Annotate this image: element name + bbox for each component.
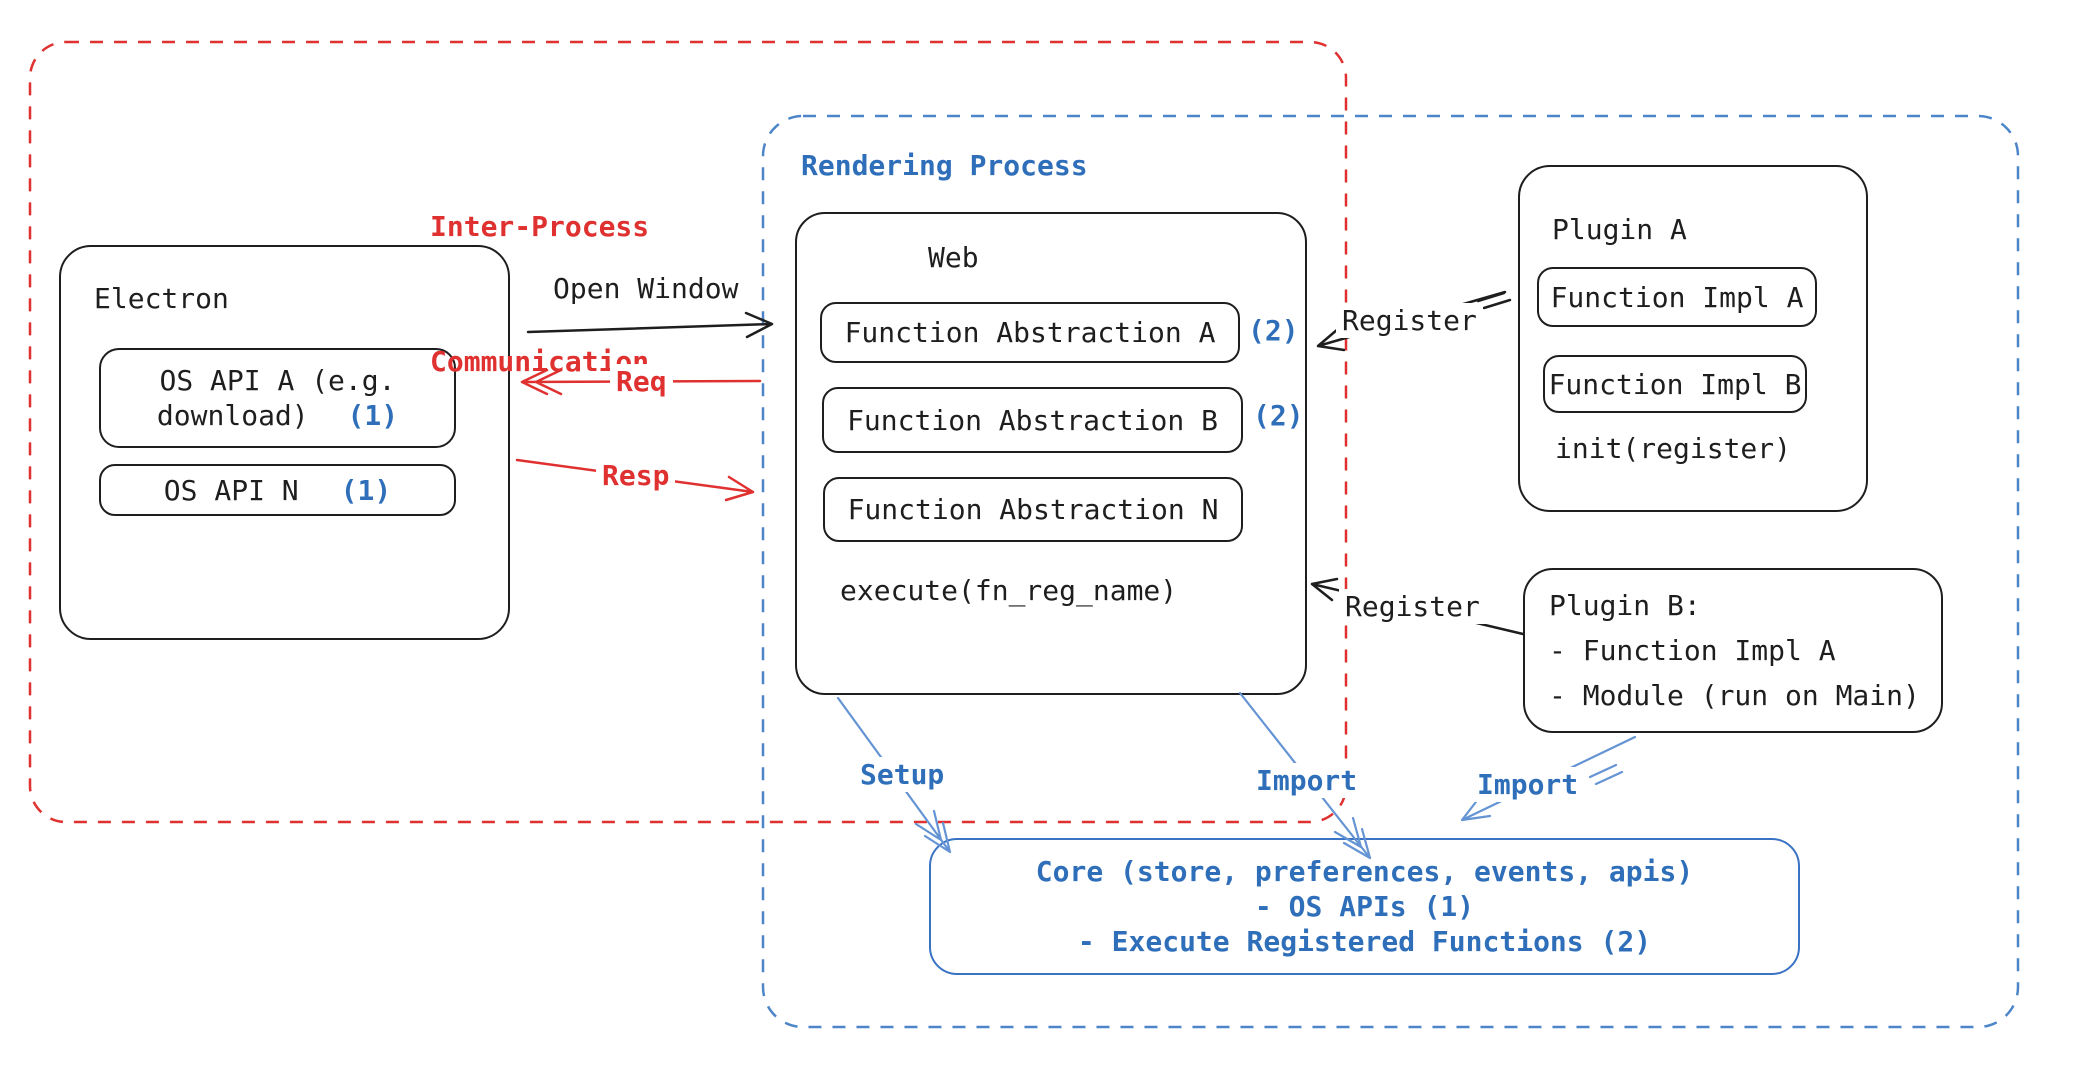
function-abstraction-b-label: Function Abstraction B bbox=[847, 403, 1218, 437]
execute-label: execute(fn_reg_name) bbox=[840, 574, 1178, 607]
electron-title: Electron bbox=[94, 282, 229, 315]
ipc-label-line1: Inter-Process bbox=[430, 210, 650, 243]
plugin-b-title: Plugin B: bbox=[1549, 589, 1701, 622]
function-impl-b-label: Function Impl B bbox=[1548, 367, 1802, 401]
function-abstraction-n-box: Function Abstraction N bbox=[823, 477, 1243, 542]
core-line-1: Core (store, preferences, events, apis) bbox=[1035, 855, 1694, 888]
function-impl-a-label: Function Impl A bbox=[1550, 280, 1804, 314]
plugin-b-line-1: - Function Impl A bbox=[1549, 634, 1836, 667]
init-register-label: init(register) bbox=[1555, 432, 1792, 465]
plugin-a-title: Plugin A bbox=[1552, 213, 1687, 246]
web-title: Web bbox=[928, 241, 979, 274]
setup-label: Setup bbox=[854, 757, 951, 792]
plugin-b-box: Plugin B: - Function Impl A - Module (ru… bbox=[1523, 568, 1943, 733]
function-abstraction-a-label: Function Abstraction A bbox=[844, 316, 1216, 349]
os-api-n-label: OS API N bbox=[163, 473, 299, 507]
os-api-n-box: OS API N (1) bbox=[99, 464, 456, 516]
import-plugin-label: Import bbox=[1471, 767, 1585, 802]
open-window-label: Open Window bbox=[553, 272, 739, 305]
function-abstraction-b-box: Function Abstraction B bbox=[822, 387, 1243, 453]
function-impl-a-box: Function Impl A bbox=[1537, 267, 1817, 327]
core-line-3: - Execute Registered Functions (2) bbox=[1077, 925, 1652, 958]
register-a-label: Register bbox=[1336, 303, 1483, 338]
os-api-a-badge: (1) bbox=[347, 399, 399, 432]
core-box: Core (store, preferences, events, apis) … bbox=[929, 838, 1800, 975]
req-label: Req bbox=[610, 364, 673, 399]
os-api-n-badge: (1) bbox=[340, 473, 392, 507]
plugin-b-line-2: - Module (run on Main) bbox=[1549, 679, 1920, 712]
function-abstraction-b-badge: (2) bbox=[1253, 399, 1304, 432]
os-api-a-box: OS API A (e.g. download) (1) bbox=[99, 348, 456, 448]
os-api-a-line1: OS API A (e.g. bbox=[159, 364, 396, 397]
os-api-a-line2: download) bbox=[156, 399, 309, 432]
rendering-region-label: Rendering Process bbox=[801, 149, 1088, 182]
import-web-label: Import bbox=[1250, 763, 1364, 798]
function-abstraction-a-box: Function Abstraction A bbox=[820, 302, 1240, 363]
function-abstraction-a-badge: (2) bbox=[1248, 314, 1299, 347]
plugin-a-box bbox=[1518, 165, 1868, 512]
core-line-2: - OS APIs (1) bbox=[1254, 890, 1475, 923]
register-b-label: Register bbox=[1339, 589, 1486, 624]
resp-label: Resp bbox=[596, 458, 676, 493]
os-api-a-line2-row: download) (1) bbox=[157, 398, 398, 433]
function-abstraction-n-label: Function Abstraction N bbox=[847, 493, 1219, 526]
web-box bbox=[795, 212, 1307, 695]
function-impl-b-box: Function Impl B bbox=[1543, 355, 1807, 413]
